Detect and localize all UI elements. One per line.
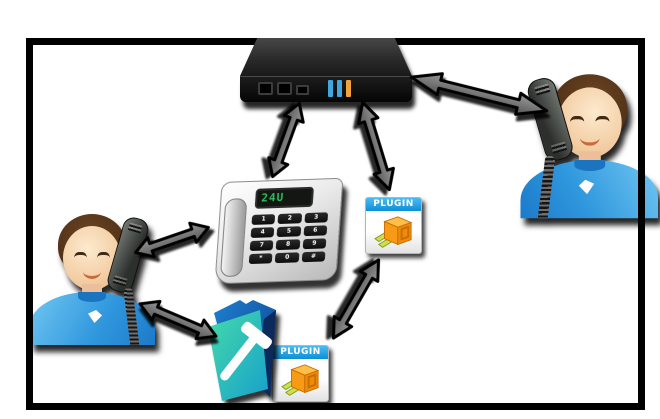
gateway-ports [258, 82, 309, 95]
phone-key: 8 [275, 239, 301, 251]
plug-connector-icon [280, 364, 319, 396]
desk-phone-handset [219, 198, 248, 278]
phone-jack-icon [258, 82, 273, 95]
hammer-icon [220, 321, 272, 381]
phone-key: 7 [249, 240, 274, 252]
arrow-desk-phone-caller-left [129, 214, 215, 267]
phone-key: 9 [302, 238, 327, 250]
smile [83, 264, 101, 279]
phone-key: 5 [276, 226, 301, 238]
collar [78, 292, 106, 302]
phone-key: 3 [304, 212, 329, 224]
arrow-filemaker-caller-left [132, 290, 223, 350]
led-indicator [337, 80, 342, 97]
small-port-icon [296, 85, 309, 95]
voip-gateway-device [240, 38, 412, 102]
plugin-label: PLUGIN [366, 198, 421, 211]
caller-left [30, 212, 155, 345]
phone-key: * [248, 253, 273, 265]
phone-key: # [301, 251, 326, 263]
gateway-status-leds [328, 80, 351, 97]
plugin-file-icon-behind-filemaker: PLUGIN [272, 345, 329, 402]
filemaker-folder-icon [208, 300, 276, 401]
desk-phone-display: 24U [254, 186, 314, 209]
phone-key: 6 [303, 225, 328, 237]
plugin-label: PLUGIN [273, 346, 328, 359]
plugin-file-icon: PLUGIN [365, 197, 422, 254]
phone-key: 4 [250, 227, 275, 238]
arrow-gateway-plugin [349, 96, 404, 196]
led-indicator [328, 80, 333, 97]
gateway-top-face [240, 38, 412, 76]
plug-connector-icon [373, 216, 412, 248]
led-indicator [346, 80, 351, 97]
phone-key: 0 [275, 252, 300, 264]
arrow-plugin-filemaker [320, 251, 392, 347]
phone-jack-icon [277, 82, 292, 95]
arrow-gateway-desk-phone [259, 97, 313, 184]
phone-key: 1 [251, 214, 276, 225]
eye-right [97, 252, 110, 264]
caller-left-figure [30, 212, 155, 345]
phone-key: 2 [277, 213, 302, 225]
arrow-gateway-caller-right [404, 62, 554, 127]
eye-left [74, 252, 87, 264]
